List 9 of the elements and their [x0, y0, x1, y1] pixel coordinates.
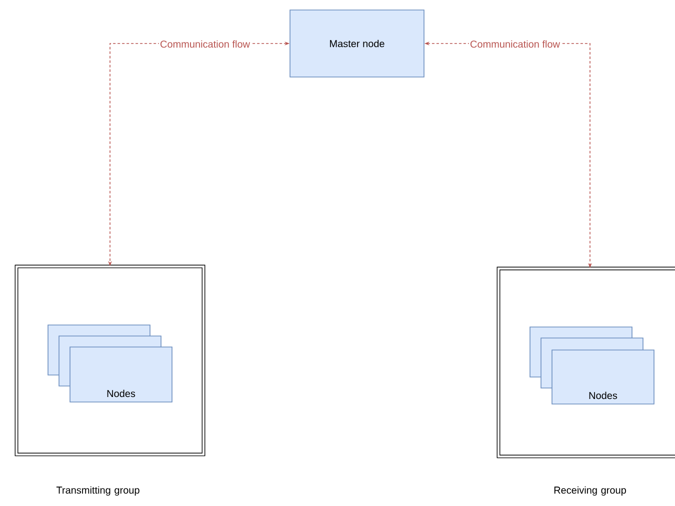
edge-label: Communication flow: [470, 40, 560, 48]
group-caption: Receiving group: [554, 486, 626, 496]
node-card: Nodes: [552, 350, 654, 404]
node-card: Nodes: [70, 346, 172, 402]
group-box: [14, 264, 206, 456]
edge-label: Communication flow: [160, 40, 250, 48]
group-box: [496, 266, 675, 458]
group-caption: Transmitting group: [56, 486, 140, 496]
master-node-box: Master node: [290, 10, 424, 78]
